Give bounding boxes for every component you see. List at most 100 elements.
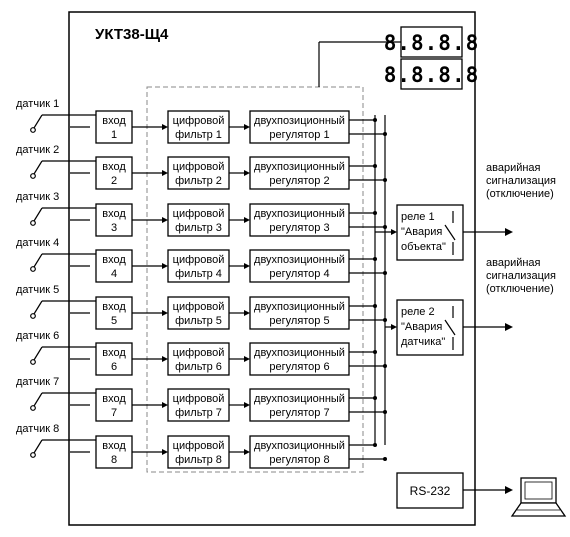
arrow-to-regulator-5: [244, 310, 250, 316]
bus-dot-b-4: [383, 271, 387, 275]
bus-dot-b-5: [383, 318, 387, 322]
filter-box-8: [167, 435, 230, 469]
sensor-probe-icon: [30, 392, 96, 411]
regulator-label-7: двухпозиционный: [254, 393, 345, 405]
filter-label-1: цифровой: [173, 115, 225, 127]
regulator-number-4: регулятор 4: [269, 268, 329, 280]
regulator-number-2: регулятор 2: [269, 175, 329, 187]
sensor-label-2: датчик 2: [16, 144, 59, 156]
alarm-output-line-2-3: (отключение): [486, 283, 554, 295]
filter-number-3: фильтр 3: [175, 222, 222, 234]
regulator-number-5: регулятор 5: [269, 315, 329, 327]
regulator-number-6: регулятор 6: [269, 361, 329, 373]
sensor-probe-icon: [30, 300, 96, 319]
relay-1: реле 1"Аварияобъекта"аварийнаясигнализац…: [375, 162, 556, 261]
bus-dot-a-2: [373, 164, 377, 168]
input-box-6: [95, 342, 133, 376]
filter-label-8: цифровой: [173, 440, 225, 452]
laptop-icon: [510, 477, 567, 517]
display-top: [400, 26, 463, 58]
sensor-probe-icon: [30, 207, 96, 226]
input-box-7: [95, 388, 133, 422]
filter-label-5: цифровой: [173, 301, 225, 313]
filter-number-6: фильтр 6: [175, 361, 222, 373]
rs232-label: RS-232: [410, 484, 451, 498]
filter-label-6: цифровой: [173, 347, 225, 359]
regulator-box-7: [249, 388, 350, 422]
filter-label-2: цифровой: [173, 161, 225, 173]
relay-caption-b-1: объекта": [401, 241, 446, 253]
alarm-output-line-2-1: аварийная: [486, 257, 541, 269]
bus-dot-b-1: [383, 132, 387, 136]
filter-label-3: цифровой: [173, 208, 225, 220]
relay-input-arrow-2: [391, 324, 397, 330]
sensor-label-4: датчик 4: [16, 237, 59, 249]
rs232-arrow: [505, 486, 513, 494]
relay-name-1: реле 1: [401, 211, 435, 223]
regulator-label-6: двухпозиционный: [254, 347, 345, 359]
input-number-7: 7: [111, 407, 117, 419]
relay-caption-a-1: "Авария: [401, 226, 442, 238]
arrow-to-filter-1: [162, 124, 168, 130]
alarm-output-line-1-3: (отключение): [486, 188, 554, 200]
sensor-label-7: датчик 7: [16, 376, 59, 388]
relay-switch-icon: [444, 306, 456, 350]
bus-dot-a-8: [373, 443, 377, 447]
arrow-to-regulator-7: [244, 402, 250, 408]
display-bottom: [400, 58, 463, 90]
regulator-label-3: двухпозиционный: [254, 208, 345, 220]
arrow-to-regulator-4: [244, 263, 250, 269]
filter-box-1: [167, 110, 230, 144]
relay-box-2: [396, 299, 464, 356]
input-box-4: [95, 249, 133, 283]
rs232-box: [396, 472, 464, 509]
input-box-2: [95, 156, 133, 190]
filter-number-8: фильтр 8: [175, 454, 222, 466]
relay-caption-b-2: датчика": [401, 336, 445, 348]
bus-dot-a-1: [373, 118, 377, 122]
input-label-2: вход: [102, 161, 126, 173]
input-label-3: вход: [102, 208, 126, 220]
regulator-number-3: регулятор 3: [269, 222, 329, 234]
filter-number-4: фильтр 4: [175, 268, 222, 280]
bus-dot-b-8: [383, 457, 387, 461]
filter-number-5: фильтр 5: [175, 315, 222, 327]
display-top-digits: 8.8.8.8: [384, 31, 480, 55]
bus-dot-a-3: [373, 211, 377, 215]
regulator-label-5: двухпозиционный: [254, 301, 345, 313]
input-label-5: вход: [102, 301, 126, 313]
relay-input-arrow-1: [391, 229, 397, 235]
bus-junctions: [373, 118, 387, 461]
input-label-6: вход: [102, 347, 126, 359]
arrow-to-regulator-6: [244, 356, 250, 362]
display-bottom-digits: 8.8.8.8: [384, 63, 480, 87]
relay-name-2: реле 2: [401, 306, 435, 318]
sensor-probe-icon: [30, 346, 96, 365]
channel-row-6: датчик 6 вход 6 цифровой фильтр 6 двухпозицио…: [16, 330, 385, 376]
filter-number-2: фильтр 2: [175, 175, 222, 187]
input-label-8: вход: [102, 440, 126, 452]
sensor-probe-icon: [30, 114, 96, 133]
sensor-label-6: датчик 6: [16, 330, 59, 342]
regulator-number-7: регулятор 7: [269, 407, 329, 419]
regulator-box-1: [249, 110, 350, 144]
arrow-to-filter-8: [162, 449, 168, 455]
input-label-1: вход: [102, 115, 126, 127]
bus-dot-b-2: [383, 178, 387, 182]
filter-label-4: цифровой: [173, 254, 225, 266]
input-number-4: 4: [111, 268, 117, 280]
filter-label-7: цифровой: [173, 393, 225, 405]
input-number-1: 1: [111, 129, 117, 141]
input-box-8: [95, 435, 133, 469]
regulator-box-3: [249, 203, 350, 237]
relay-group: реле 1"Аварияобъекта"аварийнаясигнализац…: [375, 162, 556, 356]
arrow-to-regulator-3: [244, 217, 250, 223]
input-number-6: 6: [111, 361, 117, 373]
